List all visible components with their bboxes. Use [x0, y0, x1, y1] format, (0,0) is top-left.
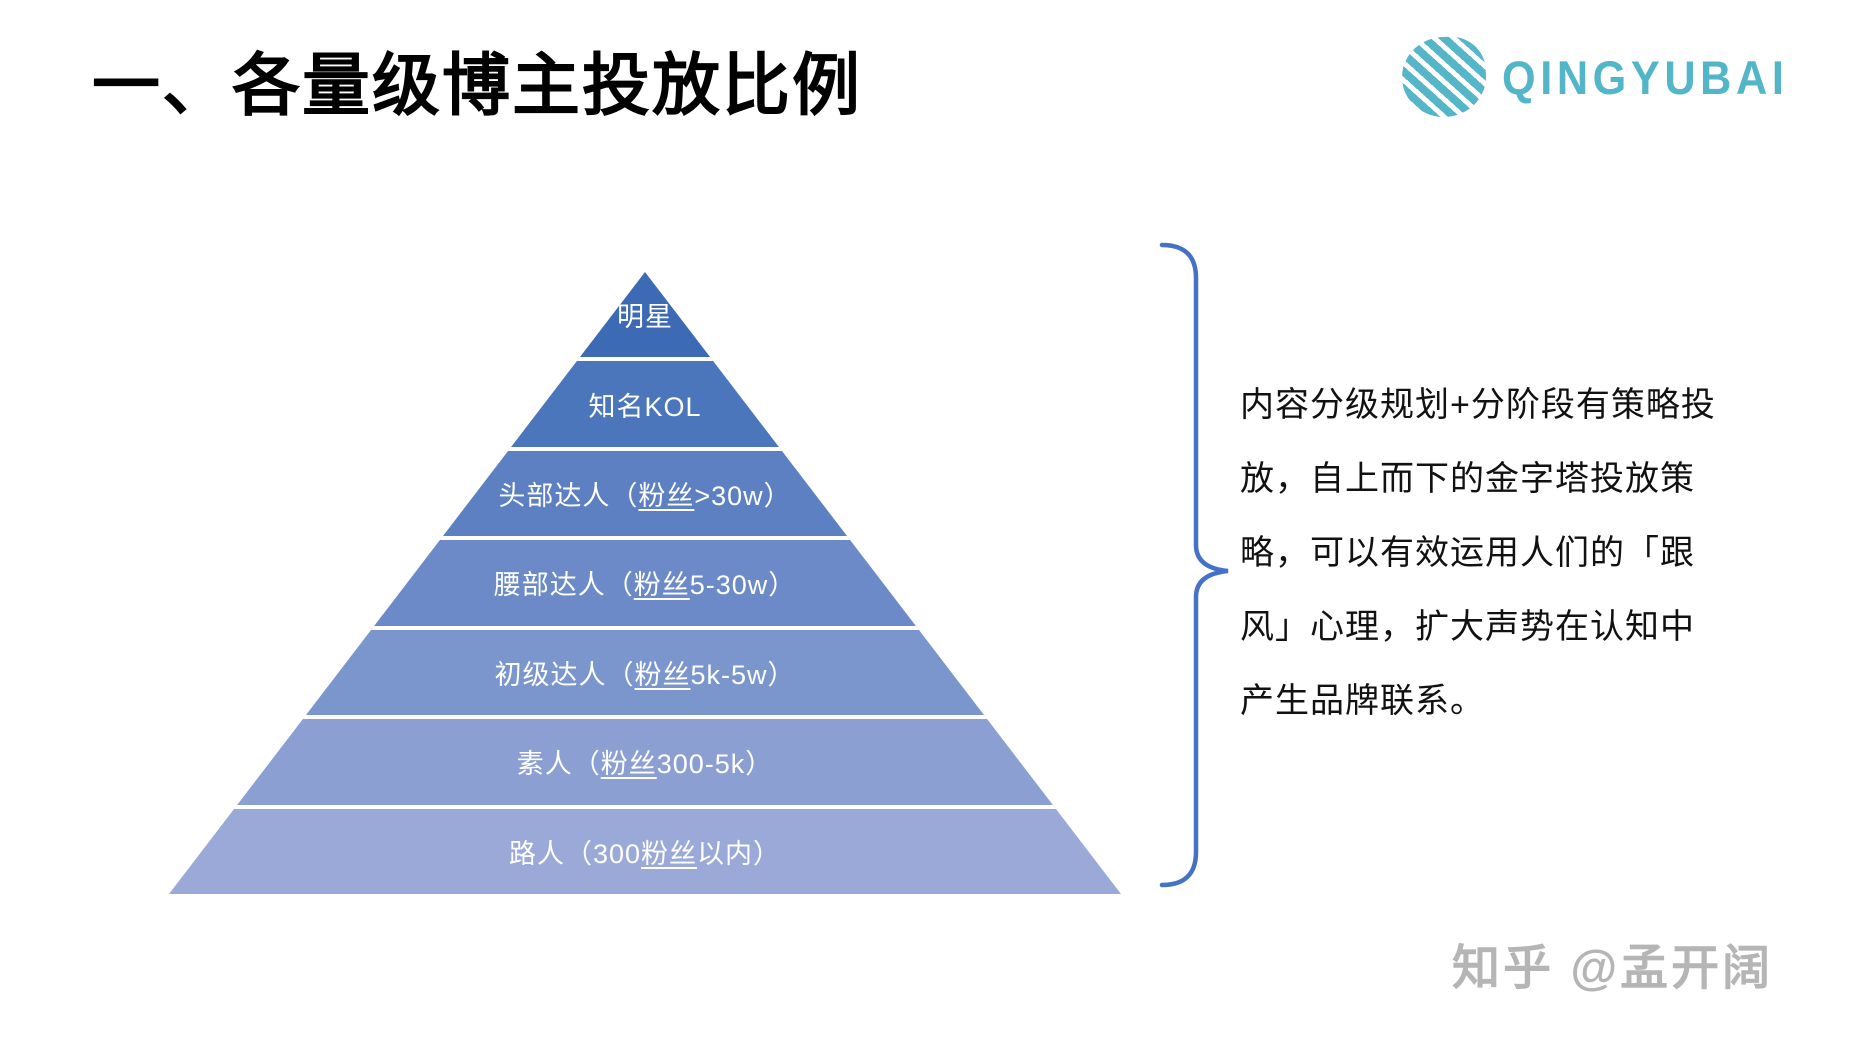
- pyramid-level-head-kol: 头部达人（粉丝>30w）: [169, 446, 1121, 537]
- curly-brace-path: [1159, 242, 1229, 888]
- pyramid-level-passerby: 路人（300粉丝以内）: [169, 804, 1121, 894]
- strategy-description-line: 产生品牌联系。: [1240, 682, 1485, 720]
- curly-brace: [1159, 242, 1229, 888]
- pyramid-level-label: 头部达人（粉丝>30w）: [498, 481, 792, 512]
- pyramid-level-label: 素人（粉丝300-5k）: [516, 749, 774, 780]
- influencer-tier-pyramid: 明星 知名KOL 头部达人（粉丝>30w） 腰部达人（粉丝5-30w） 初级达人…: [169, 272, 1121, 894]
- brand-logo-text: QINGYUBAI: [1502, 50, 1789, 104]
- pyramid-level-celebrity: 明星: [169, 272, 1121, 358]
- strategy-description-line: 略，可以有效运用人们的「跟: [1240, 534, 1695, 572]
- pyramid-level-label: 路人（300粉丝以内）: [508, 838, 782, 869]
- pyramid-level-label: 初级达人（粉丝5k-5w）: [494, 659, 796, 690]
- pyramid-level-label: 明星: [617, 302, 673, 333]
- strategy-description-line: 放，自上而下的金字塔投放策: [1240, 460, 1695, 498]
- pyramid-level-amateur: 素人（粉丝300-5k）: [169, 715, 1121, 805]
- pyramid-level-label: 知名KOL: [588, 391, 702, 422]
- pyramid-level-junior-kol: 初级达人（粉丝5k-5w）: [169, 625, 1121, 716]
- strategy-description: 内容分级规划+分阶段有策略投 放，自上而下的金字塔投放策 略，可以有效运用人们的…: [1240, 368, 1740, 738]
- brand-logo: QINGYUBAI: [1399, 32, 1813, 122]
- pyramid-level-waist-kol: 腰部达人（粉丝5-30w）: [169, 536, 1121, 626]
- strategy-description-line: 内容分级规划+分阶段有策略投: [1240, 386, 1716, 424]
- zhihu-watermark: 知乎 @孟开阔: [1452, 942, 1774, 995]
- page-title: 一、各量级博主投放比例: [92, 48, 863, 124]
- striped-ball-icon: [1399, 34, 1489, 120]
- pyramid-level-famous-kol: 知名KOL: [169, 357, 1121, 447]
- strategy-description-line: 风」心理，扩大声势在认知中: [1240, 608, 1695, 646]
- pyramid-level-label: 腰部达人（粉丝5-30w）: [493, 570, 797, 601]
